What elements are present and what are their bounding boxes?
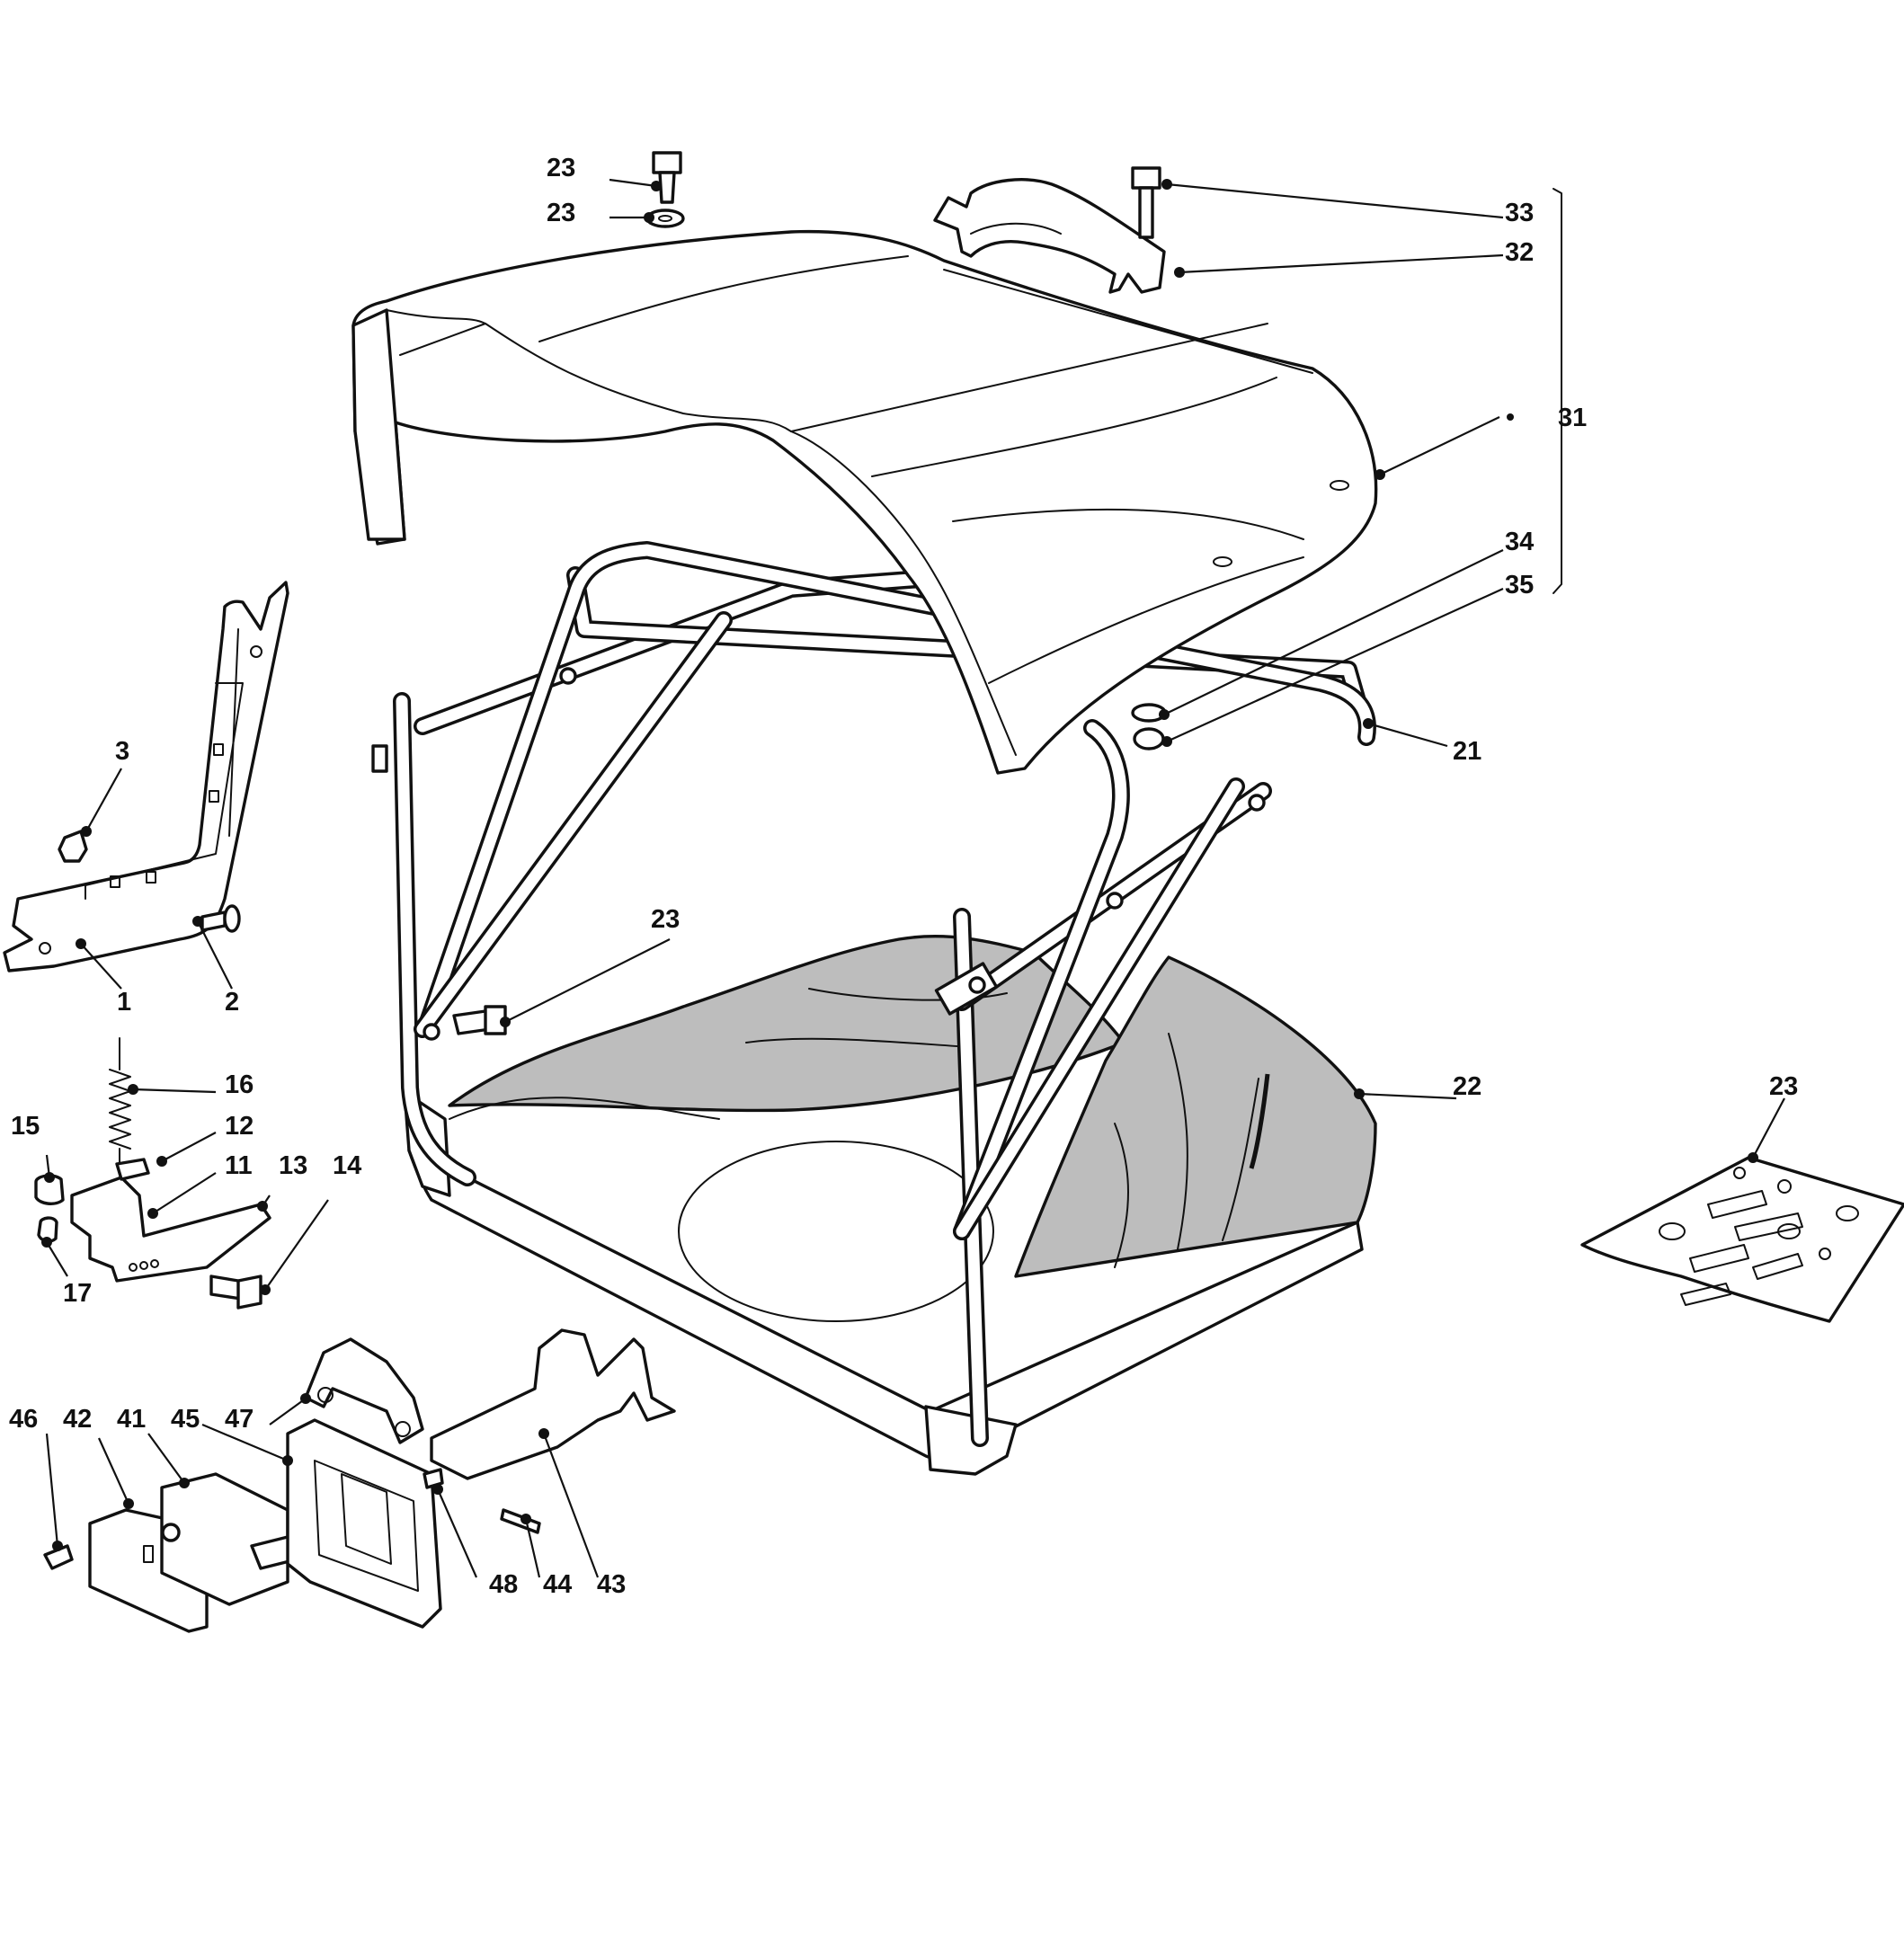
label-45: 45 [171, 1405, 200, 1434]
label-32: 32 [1505, 238, 1534, 267]
hardware-bag [1580, 1156, 1904, 1323]
label-41: 41 [117, 1405, 146, 1434]
grass-catcher-cover [351, 229, 1378, 775]
label-22: 22 [1453, 1072, 1481, 1101]
label-17: 17 [63, 1279, 92, 1308]
label-23: 23 [1769, 1072, 1798, 1101]
cover-handle [933, 178, 1166, 294]
latch-assembly [34, 1037, 271, 1310]
brace-31 [1553, 188, 1562, 594]
label-23: 23 [651, 905, 680, 934]
label-1: 1 [117, 988, 131, 1017]
label-42: 42 [63, 1405, 92, 1434]
label-11: 11 [225, 1151, 253, 1180]
callout-labels: 23 23 33 32 31 34 35 21 22 23 23 3 1 2 1… [9, 154, 1798, 1599]
label-34: 34 [1505, 528, 1534, 556]
label-16: 16 [225, 1070, 254, 1099]
label-35: 35 [1505, 571, 1534, 599]
label-21: 21 [1453, 737, 1481, 766]
leader-lines [41, 178, 1785, 1578]
label-44: 44 [543, 1570, 572, 1599]
nut-3-bolt-2 [58, 830, 241, 933]
bolt-33 [1131, 166, 1161, 239]
label-23: 23 [547, 199, 575, 227]
label-2: 2 [225, 988, 239, 1017]
bracket-1 [3, 581, 289, 972]
latch-lower-parts [43, 1328, 676, 1633]
label-47: 47 [225, 1405, 254, 1434]
label-33: 33 [1505, 199, 1534, 227]
label-43: 43 [597, 1570, 626, 1599]
label-46: 46 [9, 1405, 38, 1434]
label-3: 3 [115, 737, 129, 766]
label-14: 14 [333, 1151, 361, 1180]
label-15: 15 [11, 1112, 40, 1141]
frame-front-tubes [371, 541, 1376, 1447]
bolt-23-top [645, 151, 685, 228]
label-12: 12 [225, 1112, 254, 1141]
bag-side-fabric [1014, 955, 1377, 1278]
label-31: 31 [1558, 404, 1587, 432]
collector-bag [448, 935, 1377, 1278]
screw-23-mid [452, 1005, 507, 1035]
label-23: 23 [547, 154, 575, 182]
label-48: 48 [489, 1570, 518, 1599]
label-13: 13 [279, 1151, 307, 1180]
